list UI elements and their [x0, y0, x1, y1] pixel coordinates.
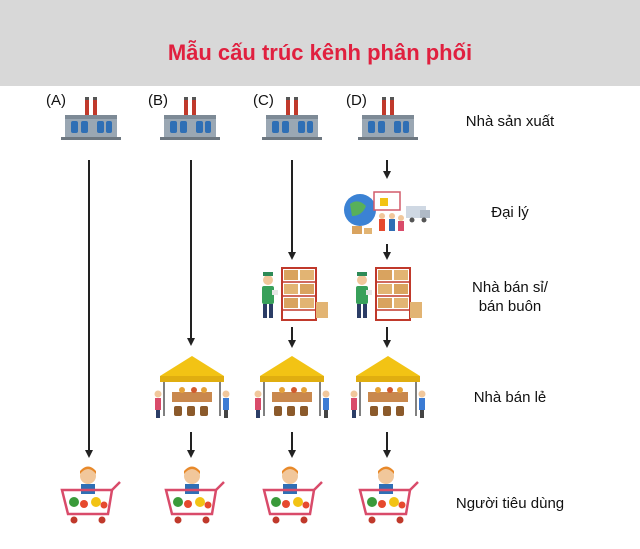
wholesaler-icon-d — [355, 267, 423, 321]
stage-label-agent: Đại lý — [491, 204, 529, 221]
retailer-icon-b — [153, 355, 231, 419]
consumer-icon-c — [262, 465, 324, 525]
page-title: Mẫu cấu trúc kênh phân phối — [167, 40, 473, 65]
retailer-icon-c — [253, 355, 331, 419]
column-label-c: (C) — [253, 92, 274, 109]
factory-icon-c — [262, 97, 322, 140]
factory-icon-d — [358, 97, 418, 140]
factory-icon-b — [160, 97, 220, 140]
stage-label-wholesaler-line1: Nhà bán sỉ/ — [472, 279, 548, 296]
consumer-icon-b — [164, 465, 226, 525]
stage-label-wholesaler-line2: bán buôn — [478, 298, 542, 315]
stage-label-retailer: Nhà bán lẻ — [473, 389, 547, 406]
stage-label-wholesaler: Nhà bán sỉ/ bán buôn — [440, 278, 580, 316]
wholesaler-icon-c — [261, 267, 329, 321]
stage-label-consumer: Người tiêu dùng — [455, 495, 565, 512]
header-band: Mẫu cấu trúc kênh phân phối — [0, 0, 640, 86]
factory-icon-a — [61, 97, 121, 140]
retailer-icon-d — [349, 355, 427, 419]
consumer-icon-a — [60, 465, 122, 525]
consumer-icon-d — [358, 465, 420, 525]
column-label-d: (D) — [346, 92, 367, 109]
column-label-b: (B) — [148, 92, 168, 109]
column-label-a: (A) — [46, 92, 66, 109]
agent-icon-d — [343, 191, 431, 235]
stage-label-manufacturer: Nhà sản xuất — [465, 113, 555, 130]
